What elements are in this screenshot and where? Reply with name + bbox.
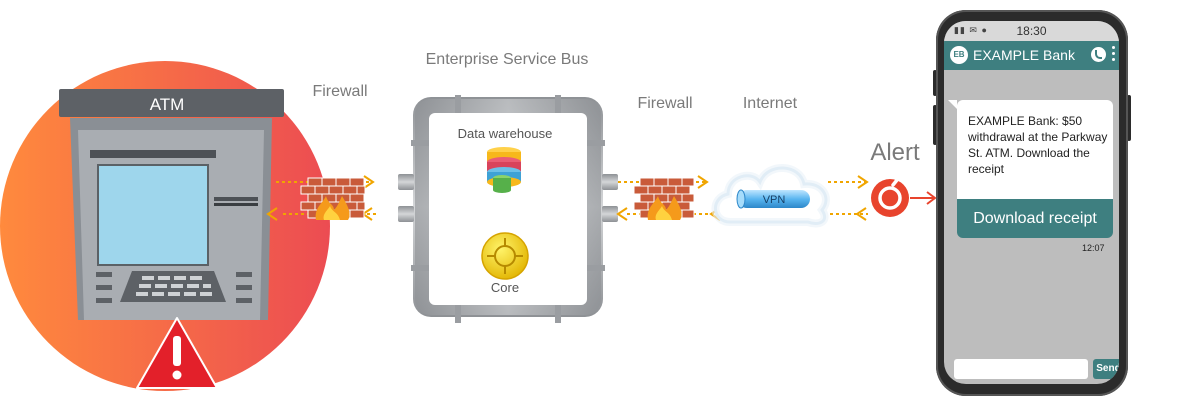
esb-pipe-frame xyxy=(398,95,618,323)
firewall-right-label: Firewall xyxy=(637,95,692,112)
arrows-internet-alert xyxy=(828,175,869,221)
core-gear-icon xyxy=(481,232,529,280)
alert-label: Alert xyxy=(870,139,920,166)
firewall-icon xyxy=(300,177,366,220)
bank-logo: EB xyxy=(950,46,968,64)
phone-screen: ▮▮ ✉ ● 18:30 EB EXAMPLE Bank EXAMPLE Ban… xyxy=(944,21,1119,384)
status-time: 18:30 xyxy=(1016,24,1047,38)
more-menu-icon[interactable] xyxy=(1112,46,1115,64)
internet-label: Internet xyxy=(743,95,798,112)
atm-machine: ATM xyxy=(59,89,284,320)
core-label: Core xyxy=(491,280,519,295)
esb-label: Enterprise Service Bus xyxy=(426,51,589,68)
phone-volume-button xyxy=(933,70,937,96)
data-warehouse-label: Data warehouse xyxy=(458,126,553,141)
phone-power-button xyxy=(1127,95,1131,141)
message-bubble: EXAMPLE Bank: $50 withdrawal at the Park… xyxy=(948,100,1113,199)
download-receipt-button[interactable]: Download receipt xyxy=(957,199,1113,238)
message-input[interactable] xyxy=(954,359,1088,379)
firewall-icon xyxy=(633,177,695,220)
warning-triangle-icon xyxy=(136,317,218,389)
send-button[interactable]: Send xyxy=(1093,359,1119,379)
app-title: EXAMPLE Bank xyxy=(973,47,1075,63)
vpn-label: VPN xyxy=(763,194,786,206)
firewall-left-label: Firewall xyxy=(312,83,367,100)
alert-icon xyxy=(871,178,937,217)
atm-label: ATM xyxy=(150,95,185,114)
message-timestamp: 12:07 xyxy=(1082,243,1105,253)
smartphone: ▮▮ ✉ ● 18:30 EB EXAMPLE Bank EXAMPLE Ban… xyxy=(933,10,1131,396)
status-icons: ▮▮ ✉ ● xyxy=(954,25,988,35)
app-bar: EB EXAMPLE Bank xyxy=(944,41,1119,70)
phone-call-icon[interactable] xyxy=(1091,47,1106,62)
status-bar: ▮▮ ✉ ● 18:30 xyxy=(944,21,1119,41)
vpn-tube xyxy=(736,189,810,209)
message-text: EXAMPLE Bank: $50 withdrawal at the Park… xyxy=(968,114,1108,176)
database-icon xyxy=(487,147,521,193)
phone-volume-button xyxy=(933,105,937,145)
